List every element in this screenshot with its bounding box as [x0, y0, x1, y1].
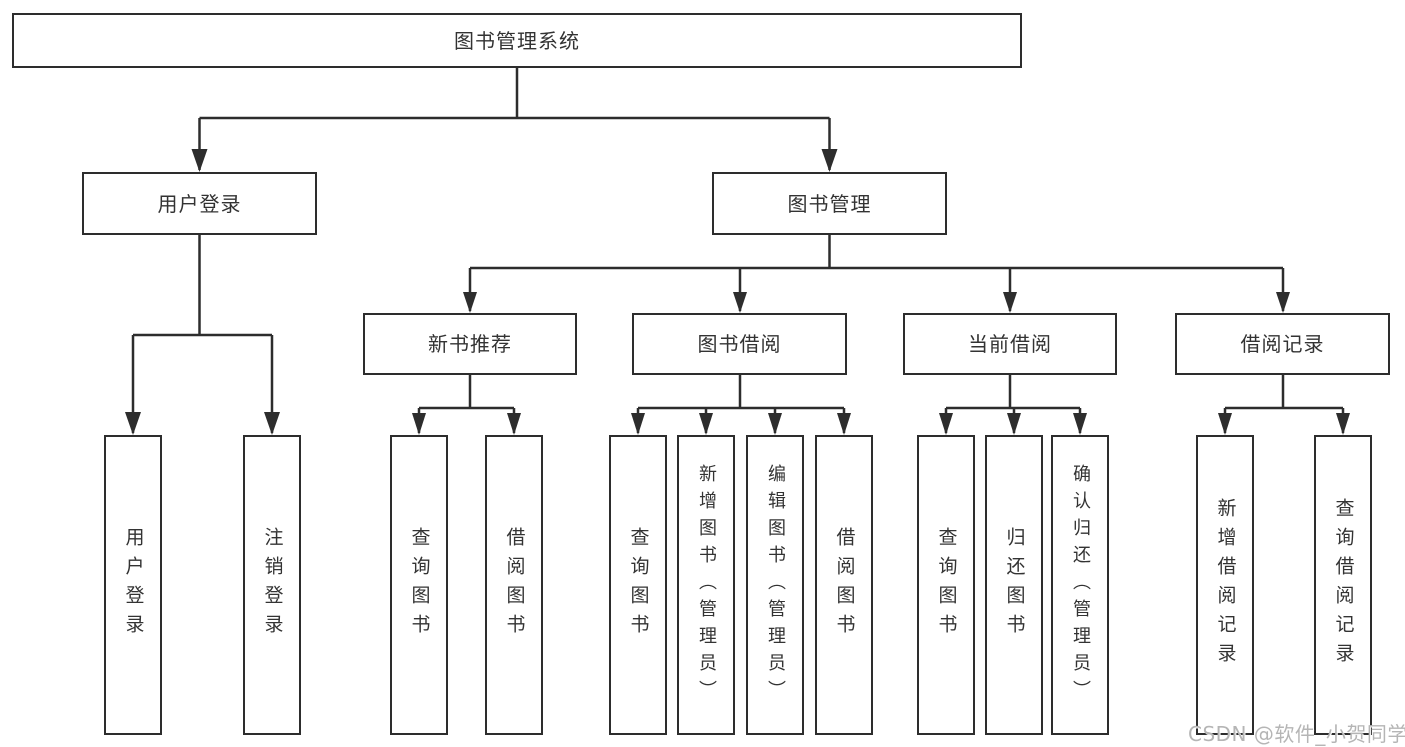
- leaf-confirm-return-admin: 确认归还（管理员）: [1051, 435, 1109, 735]
- node-new-book-recommendation: 新书推荐: [363, 313, 577, 375]
- leaf-query-borrow-record: 查询借阅记录: [1314, 435, 1372, 735]
- node-current-borrowing: 当前借阅: [903, 313, 1117, 375]
- leaf-add-book-admin: 新增图书（管理员）: [677, 435, 735, 735]
- leaf-logout: 注销登录: [243, 435, 301, 735]
- csdn-watermark: CSDN @软件_小贺同学: [1188, 722, 1405, 746]
- node-user-login-branch: 用户登录: [82, 172, 317, 235]
- leaf-add-borrow-record: 新增借阅记录: [1196, 435, 1254, 735]
- node-book-borrowing: 图书借阅: [632, 313, 847, 375]
- leaf-borrow-books-newbook: 借阅图书: [485, 435, 543, 735]
- node-library-management-system: 图书管理系统: [12, 13, 1022, 68]
- leaf-query-books-current: 查询图书: [917, 435, 975, 735]
- node-borrowing-records: 借阅记录: [1175, 313, 1390, 375]
- leaf-user-login: 用户登录: [104, 435, 162, 735]
- leaf-edit-book-admin: 编辑图书（管理员）: [746, 435, 804, 735]
- leaf-query-books-newbook: 查询图书: [390, 435, 448, 735]
- node-book-management-branch: 图书管理: [712, 172, 947, 235]
- leaf-borrow-books: 借阅图书: [815, 435, 873, 735]
- arrowhead-icons: [125, 149, 1350, 435]
- leaf-return-books: 归还图书: [985, 435, 1043, 735]
- leaf-query-books-borrow: 查询图书: [609, 435, 667, 735]
